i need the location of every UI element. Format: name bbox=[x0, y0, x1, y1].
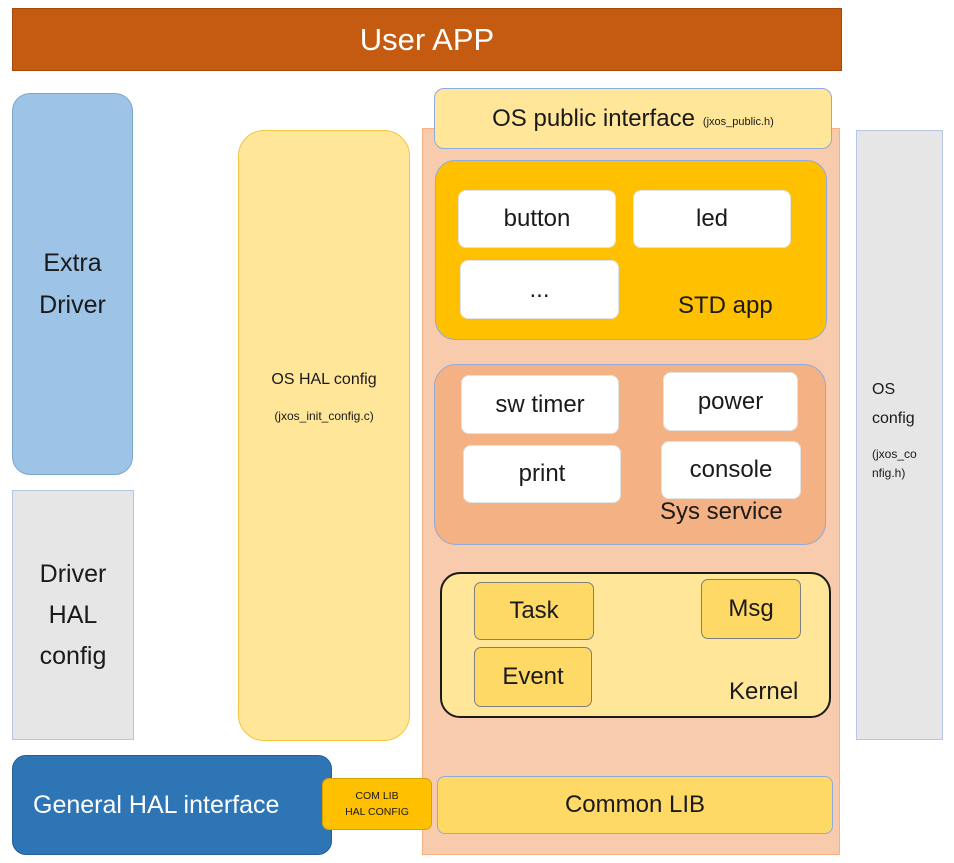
std-app-item-button: button bbox=[458, 190, 616, 248]
sys-service-block: sw timer power print console Sys service bbox=[434, 364, 826, 545]
os-hal-config-title: OS HAL config bbox=[271, 370, 377, 388]
os-config-file-line1: (jxos_co bbox=[872, 447, 917, 461]
kernel-item-msg: Msg bbox=[701, 579, 801, 639]
extra-driver-block: Extra Driver bbox=[12, 93, 133, 475]
os-config-file: (jxos_co nfig.h) bbox=[872, 445, 917, 483]
com-lib-line2: HAL CONFIG bbox=[345, 806, 409, 818]
kernel-item-event: Event bbox=[474, 647, 592, 707]
sys-service-item-print: print bbox=[463, 445, 621, 503]
os-hal-config-file: (jxos_init_config.c) bbox=[274, 408, 374, 423]
kernel-item-task: Task bbox=[474, 582, 594, 640]
com-lib-hal-config-block: COM LIB HAL CONFIG bbox=[322, 778, 432, 830]
driver-hal-config-line2: HAL bbox=[48, 600, 98, 629]
sys-service-item-power: power bbox=[663, 372, 798, 431]
os-config-block: OS config (jxos_co nfig.h) bbox=[856, 130, 943, 740]
driver-hal-config-line1: Driver bbox=[39, 559, 107, 588]
common-lib-block: Common LIB bbox=[437, 776, 833, 834]
std-app-item-more: ... bbox=[460, 260, 619, 319]
extra-driver-label-line1: Extra bbox=[43, 249, 102, 277]
sys-service-item-sw-timer: sw timer bbox=[461, 375, 619, 434]
driver-hal-config-line3: config bbox=[39, 641, 107, 670]
std-app-item-led: led bbox=[633, 190, 791, 248]
general-hal-interface-block: General HAL interface bbox=[12, 755, 332, 855]
os-public-interface-block: OS public interface (jxos_public.h) bbox=[434, 88, 832, 149]
std-app-label: STD app bbox=[678, 292, 773, 319]
os-config-title-line2: config bbox=[872, 410, 915, 427]
os-public-interface-title: OS public interface bbox=[492, 104, 695, 132]
user-app-block: User APP bbox=[12, 8, 842, 71]
os-config-title: OS config bbox=[872, 375, 915, 433]
kernel-label: Kernel bbox=[729, 678, 799, 705]
os-hal-config-block: OS HAL config (jxos_init_config.c) bbox=[238, 130, 410, 741]
driver-hal-config-block: Driver HAL config bbox=[12, 490, 134, 740]
com-lib-line1: COM LIB bbox=[355, 790, 399, 802]
os-config-file-line2: nfig.h) bbox=[872, 466, 906, 480]
kernel-block: Task Msg Event Kernel bbox=[440, 572, 831, 718]
std-app-block: button led ... STD app bbox=[435, 160, 827, 340]
sys-service-item-console: console bbox=[661, 441, 801, 499]
os-public-interface-file: (jxos_public.h) bbox=[702, 116, 774, 128]
os-config-title-line1: OS bbox=[872, 381, 896, 398]
sys-service-label: Sys service bbox=[660, 498, 783, 525]
extra-driver-label-line2: Driver bbox=[39, 291, 106, 319]
